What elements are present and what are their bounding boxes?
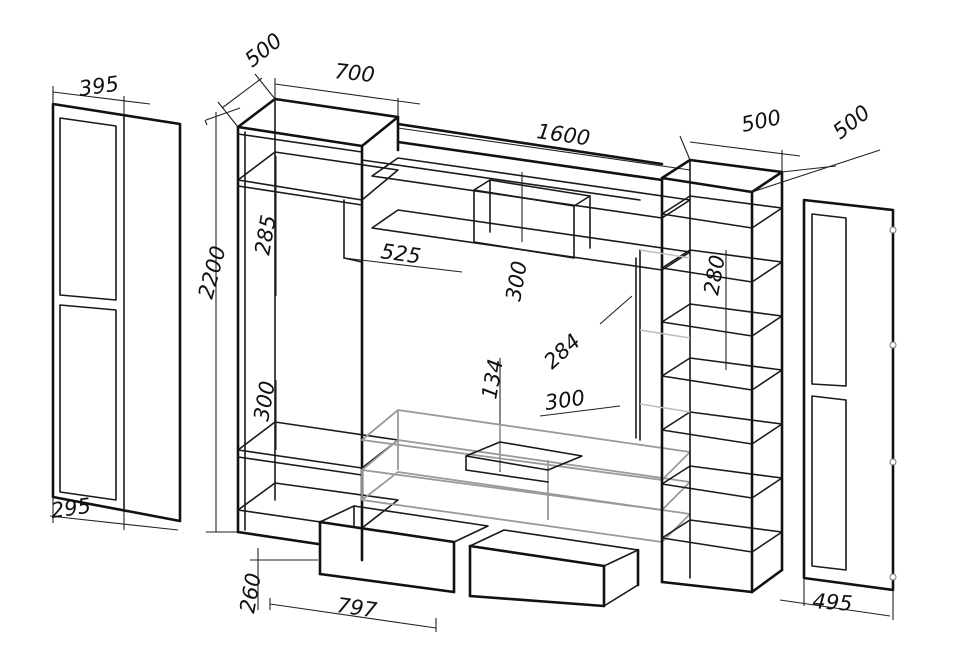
dim-left-door-width: 395 xyxy=(77,72,120,101)
left-column xyxy=(217,73,421,562)
dim-width-left-column: 700 xyxy=(333,59,375,87)
right-door xyxy=(779,198,897,620)
dim-niche-134: 134 xyxy=(477,357,508,401)
left-door xyxy=(49,86,182,531)
dim-height-total: 2200 xyxy=(194,243,231,301)
dim-shelf-525: 525 xyxy=(379,239,422,268)
dim-drawer-width: 797 xyxy=(335,593,379,622)
dim-right-door-bottom: 495 xyxy=(812,589,854,616)
dim-left-door-bottom: 295 xyxy=(49,494,92,523)
right-column xyxy=(639,135,881,594)
height-dimension xyxy=(204,107,241,533)
dim-shelf-280: 280 xyxy=(699,253,730,297)
dim-shelf-300-right: 300 xyxy=(543,386,586,415)
drawers xyxy=(250,505,640,632)
dim-depth-left: 500 xyxy=(240,28,286,72)
dim-niche-300: 300 xyxy=(501,259,532,303)
dim-width-right-column: 500 xyxy=(739,105,783,137)
dim-drawer-height: 260 xyxy=(235,571,266,615)
dim-shelf-284: 284 xyxy=(539,329,585,374)
dim-depth-right: 500 xyxy=(828,100,874,144)
